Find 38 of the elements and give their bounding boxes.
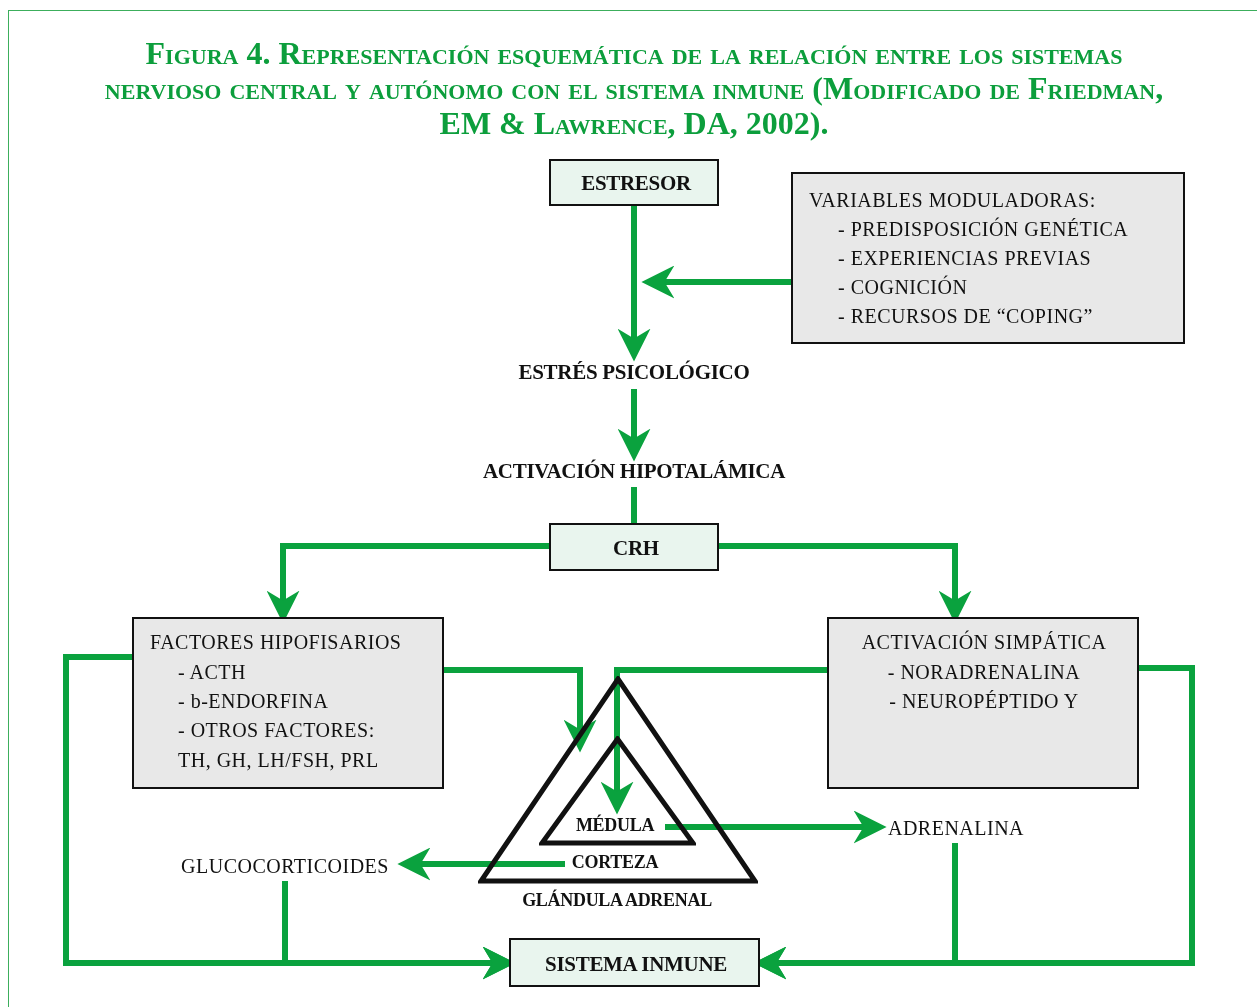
node-label: - COGNICIÓN	[838, 276, 968, 299]
info-box	[827, 617, 1139, 789]
process-box	[509, 938, 760, 987]
node-label: - OTROS FACTORES:	[178, 719, 375, 742]
node-label: FACTORES HIPOFISARIOS	[150, 631, 402, 654]
node-label: SISTEMA INMUNE	[545, 952, 727, 977]
process-box	[549, 523, 719, 571]
figure-title: Figura 4. Representación esquemática de la relación entre los sistemas nervioso central y autónomo con el sistema inmune (Modificado de Friedman, EM & Lawrence, DA, 2002).	[103, 36, 1165, 141]
process-box	[549, 159, 719, 206]
caption-text: GLÁNDULA ADRENAL	[522, 890, 712, 911]
arrow	[617, 389, 651, 462]
arrow	[617, 206, 651, 362]
node-label: - PREDISPOSICIÓN GENÉTICA	[838, 218, 1129, 241]
node-label: - b-ENDORFINA	[178, 690, 329, 713]
node-label: ESTRÉS PSICOLÓGICO	[518, 360, 750, 385]
node-label: MÉDULA	[574, 815, 656, 836]
node-label: ACTIVACIÓN HIPOTALÁMICA	[482, 459, 786, 484]
node-label: - NORADRENALINA	[887, 661, 1081, 684]
arrow	[397, 847, 565, 881]
arrow	[665, 810, 887, 844]
node-label: ADRENALINA	[887, 817, 1025, 840]
arrow	[641, 265, 791, 299]
node-label: - RECURSOS DE “COPING”	[838, 305, 1093, 328]
arrow	[444, 667, 597, 753]
node-label: TH, GH, LH/FSH, PRL	[178, 749, 379, 772]
info-box	[132, 617, 444, 789]
arrow	[600, 667, 827, 815]
node-label: GLUCOCORTICOIDES	[181, 855, 389, 878]
node-label: ESTRESOR	[581, 171, 691, 196]
info-box	[791, 172, 1185, 344]
node-label: - ACTH	[178, 661, 246, 684]
triangle-node	[539, 736, 696, 846]
node-label: - EXPERIENCIAS PREVIAS	[838, 247, 1092, 270]
node-label: VARIABLES MODULADORAS:	[809, 189, 1096, 212]
node-label: - NEUROPÉPTIDO Y	[889, 690, 1079, 713]
connector-line	[631, 487, 637, 523]
node-label: ACTIVACIÓN SIMPÁTICA	[861, 631, 1107, 654]
node-label: CRH	[613, 536, 659, 561]
